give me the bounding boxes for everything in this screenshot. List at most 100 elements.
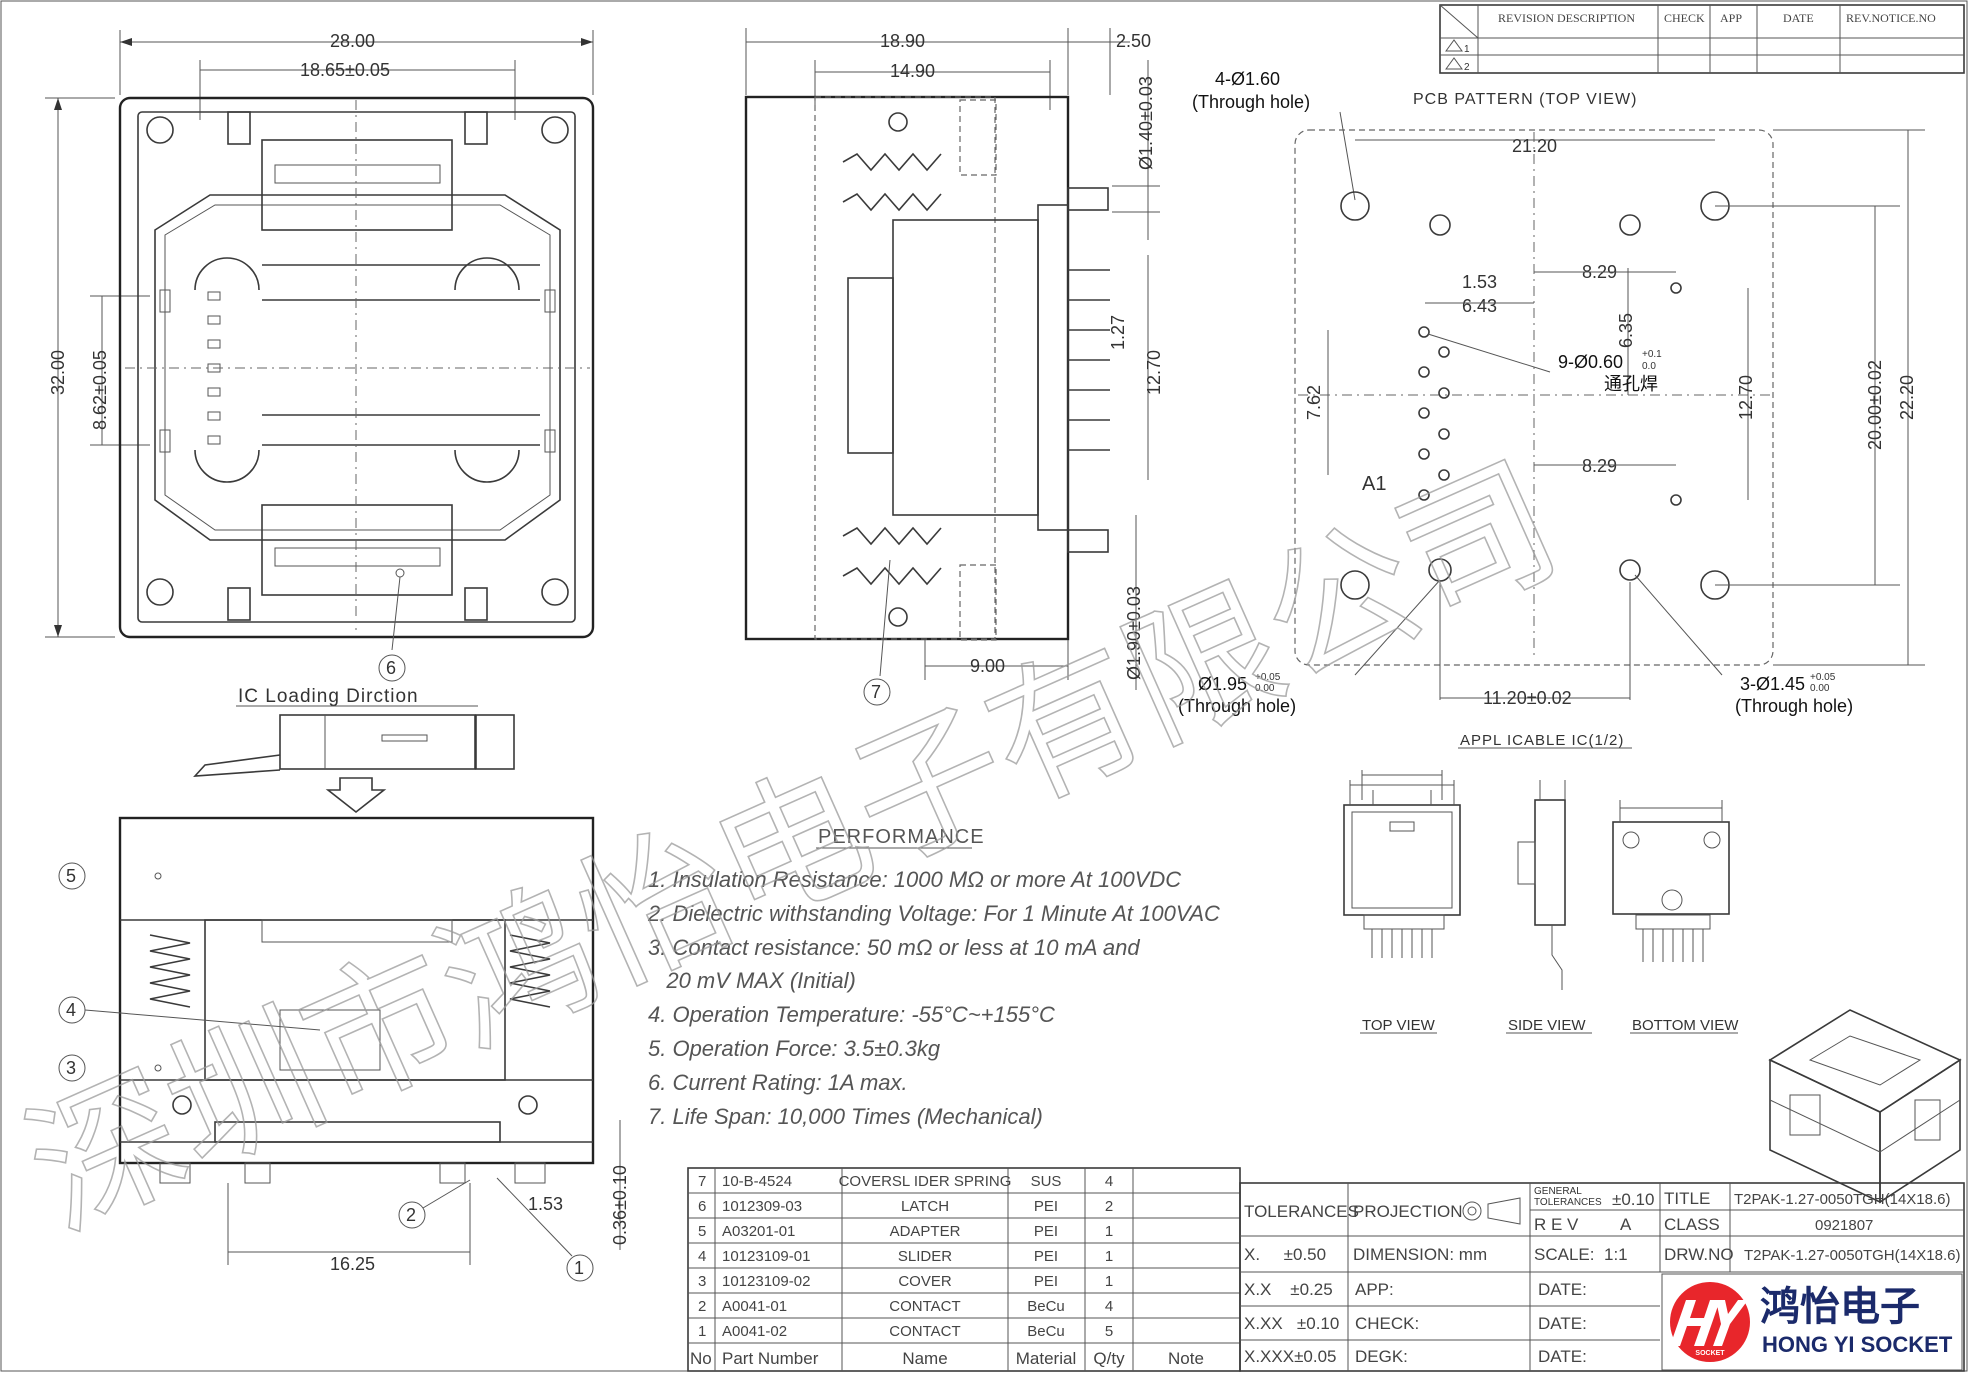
tb-scale-label: SCALE: [1534, 1245, 1594, 1264]
phi195-tol-up: +0.05 [1255, 672, 1281, 683]
bom-r6-name: CONTACT [889, 1298, 960, 1315]
bom-r5-part: 10123109-02 [722, 1273, 810, 1290]
company-logo: SOCKET 鸿怡电子 HONG YI SOCKET [1661, 1273, 1963, 1371]
tb-rev-value: A [1620, 1215, 1632, 1234]
performance-item-5: 5. Operation Force: 3.5±0.3kg [648, 1036, 941, 1061]
dim-12-70: 12.70 [1144, 350, 1164, 395]
tb-app: APP: [1355, 1280, 1394, 1299]
tb-class-value: 0921807 [1815, 1217, 1873, 1234]
bom-r2-qty: 2 [1105, 1198, 1113, 1215]
balloon-4: 4 [66, 1000, 76, 1020]
pcb-pattern: PCB PATTERN (TOP VIEW) 4-Ø1.60 (Through … [1178, 69, 1925, 716]
balloon-2: 2 [406, 1205, 416, 1225]
rev-header-check: CHECK [1664, 11, 1705, 25]
bom-r6-no: 2 [698, 1298, 706, 1315]
bom-r1-part: 10-B-4524 [722, 1173, 792, 1190]
holes-4-phi160: 4-Ø1.60 [1215, 69, 1280, 89]
bom-r7-part: A0041-02 [722, 1323, 787, 1340]
tb-degk: DEGK: [1355, 1347, 1408, 1366]
tb-drw-label: DRW.NO [1664, 1245, 1734, 1264]
revision-table: REVISION DESCRIPTION CHECK APP DATE REV.… [1439, 4, 1965, 74]
dim-phi-1-95: Ø1.95 [1198, 674, 1247, 694]
performance-title: PERFORMANCE [818, 826, 985, 848]
tb-tol-xxx: X.XX ±0.10 [1244, 1314, 1339, 1333]
dim-6-43: 6.43 [1462, 296, 1497, 316]
socket-3d-thumbnail [1768, 1009, 1962, 1204]
ic-top-view-label: TOP VIEW [1362, 1017, 1436, 1034]
tb-general-2: TOLERANCES [1534, 1197, 1602, 1208]
logo-cn: 鸿怡电子 [1760, 1284, 1920, 1330]
rev-row-1: 1 [1464, 44, 1470, 55]
bom-r3-part: A03201-01 [722, 1223, 795, 1240]
bom-r5-name: COVER [898, 1273, 952, 1290]
bom-r5-material: PEI [1034, 1273, 1058, 1290]
bom-r4-material: PEI [1034, 1248, 1058, 1265]
bom-r5-qty: 1 [1105, 1273, 1113, 1290]
tb-title-label: TITLE [1664, 1189, 1710, 1208]
dim-1-53: 1.53 [1462, 272, 1497, 292]
bom-table: 7 10-B-4524 COVERSL IDER SPRING SUS 4 6 … [687, 1167, 1241, 1372]
rev-header-app: APP [1720, 11, 1742, 25]
performance-item-6: 6. Current Rating: 1A max. [648, 1070, 908, 1095]
holes-9-tol-down: 0.0 [1642, 361, 1656, 372]
tb-drw-value: T2PAK-1.27-0050TGH(14X18.6) [1744, 1247, 1961, 1264]
tb-date-3: DATE: [1538, 1347, 1587, 1366]
bom-r6-qty: 4 [1105, 1298, 1113, 1315]
watermark-text: 深圳市鸿怡电子有限公司 [4, 433, 1582, 1263]
dim-22-20: 22.20 [1897, 375, 1917, 420]
bom-r3-no: 5 [698, 1223, 706, 1240]
tb-scale-value: 1:1 [1604, 1245, 1628, 1264]
through-hole-3: (Through hole) [1735, 696, 1853, 716]
bom-r7-material: BeCu [1027, 1323, 1065, 1340]
balloon-3: 3 [66, 1058, 76, 1078]
bom-r1-name: COVERSL IDER SPRING [839, 1173, 1012, 1190]
tb-tolerances: TOLERANCES [1244, 1202, 1359, 1221]
bom-header-no: No [690, 1349, 712, 1368]
performance-item-4: 4. Operation Temperature: -55°C~+155°C [648, 1002, 1055, 1027]
bom-r5-no: 3 [698, 1273, 706, 1290]
bom-r1-no: 7 [698, 1173, 706, 1190]
dim-14-90: 14.90 [890, 61, 935, 81]
logo-en: HONG YI SOCKET [1762, 1332, 1953, 1357]
performance-item-1: 1. Insulation Resistance: 1000 MΩ or mor… [648, 867, 1181, 892]
applicable-ic: APPL ICABLE IC(1/2) TOP VIEW [1343, 732, 1739, 1034]
bom-r6-part: A0041-01 [722, 1298, 787, 1315]
dim-8-29-bottom: 8.29 [1582, 456, 1617, 476]
bom-r3-name: ADAPTER [890, 1223, 961, 1240]
dim-28: 28.00 [330, 31, 375, 51]
dim-18-90: 18.90 [880, 31, 925, 51]
performance-notes: PERFORMANCE 1. Insulation Resistance: 10… [647, 826, 1220, 1129]
tb-title-value: T2PAK-1.27-0050TGH(14X18.6) [1734, 1191, 1951, 1208]
bom-r1-qty: 4 [1105, 1173, 1113, 1190]
ic-side-view-label: SIDE VIEW [1508, 1017, 1586, 1034]
dim-11-20: 11.20±0.02 [1483, 688, 1572, 708]
ic-loading-label: IC Loading Dirction [238, 686, 419, 707]
dim-1-53-front: 1.53 [528, 1194, 563, 1214]
tb-check: CHECK: [1355, 1314, 1419, 1333]
pth-label-cn: 通孔焊 [1604, 374, 1658, 394]
tb-tol-xx: X.X ±0.25 [1244, 1280, 1333, 1299]
balloon-5: 5 [66, 866, 76, 886]
holes-9-phi060: 9-Ø0.60 [1558, 352, 1623, 372]
performance-item-7: 7. Life Span: 10,000 Times (Mechanical) [648, 1104, 1043, 1129]
bom-r2-name: LATCH [901, 1198, 949, 1215]
phi195-tol-down: 0.00 [1255, 683, 1275, 694]
dim-7-62: 7.62 [1304, 385, 1324, 420]
front-view: 16.25 1.53 0.36±0.10 5 4 3 2 1 [58, 816, 630, 1282]
bom-r2-no: 6 [698, 1198, 706, 1215]
phi145-tol-up: +0.05 [1810, 672, 1836, 683]
tb-tol-xxxx: X.XXX±0.05 [1244, 1347, 1337, 1366]
projection-symbol-icon [1487, 1197, 1521, 1225]
dim-32: 32.00 [48, 350, 68, 395]
dim-phi-1-90: Ø1.90±0.03 [1124, 586, 1144, 680]
pcb-title: PCB PATTERN (TOP VIEW) [1413, 91, 1637, 108]
phi145-tol-down: 0.00 [1810, 683, 1830, 694]
tb-class-label: CLASS [1664, 1215, 1720, 1234]
bom-r4-name: SLIDER [898, 1248, 952, 1265]
bom-header-note: Note [1168, 1349, 1204, 1368]
bom-r4-qty: 1 [1105, 1248, 1113, 1265]
bom-r7-no: 1 [698, 1323, 706, 1340]
through-hole-2: (Through hole) [1178, 696, 1296, 716]
watermark: 深圳市鸿怡电子有限公司 [3, 432, 1583, 1264]
tb-date-1: DATE: [1538, 1280, 1587, 1299]
